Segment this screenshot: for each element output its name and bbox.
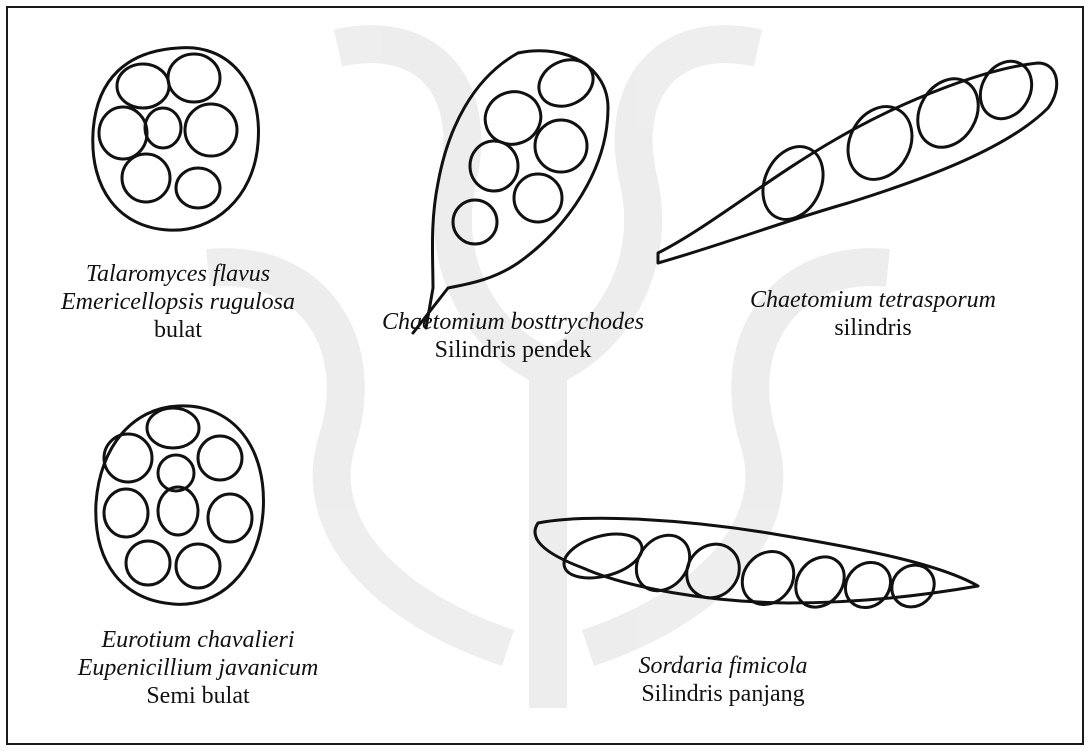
caption-long-cylinder: Sordaria fimicola Silindris panjang [598, 652, 848, 708]
caption-round: Talaromyces flavus Emericellopsis rugulo… [48, 260, 308, 344]
watermark [208, 44, 888, 708]
shape-label: Silindris panjang [598, 680, 848, 708]
shape-label: Silindris pendek [363, 336, 663, 364]
ascus-semi-round-drawing [96, 406, 264, 604]
shape-label: Semi bulat [68, 682, 328, 710]
ascus-round-drawing [93, 48, 259, 231]
ascus-cylinder-drawing [658, 52, 1057, 263]
shape-label: bulat [48, 316, 308, 344]
figure-frame: Talaromyces flavus Emericellopsis rugulo… [6, 6, 1084, 745]
species-name: Chaetomium bosttrychodes [363, 308, 663, 336]
species-name: Eurotium chavalieri [68, 626, 328, 654]
species-name: Emericellopsis rugulosa [48, 288, 308, 316]
species-name: Talaromyces flavus [48, 260, 308, 288]
shape-label: silindris [733, 314, 1013, 342]
caption-short-cylinder: Chaetomium bosttrychodes Silindris pende… [363, 308, 663, 364]
caption-cylinder: Chaetomium tetrasporum silindris [733, 286, 1013, 342]
species-name: Eupenicillium javanicum [68, 654, 328, 682]
caption-semi-round: Eurotium chavalieri Eupenicillium javani… [68, 626, 328, 710]
species-name: Chaetomium tetrasporum [733, 286, 1013, 314]
species-name: Sordaria fimicola [598, 652, 848, 680]
